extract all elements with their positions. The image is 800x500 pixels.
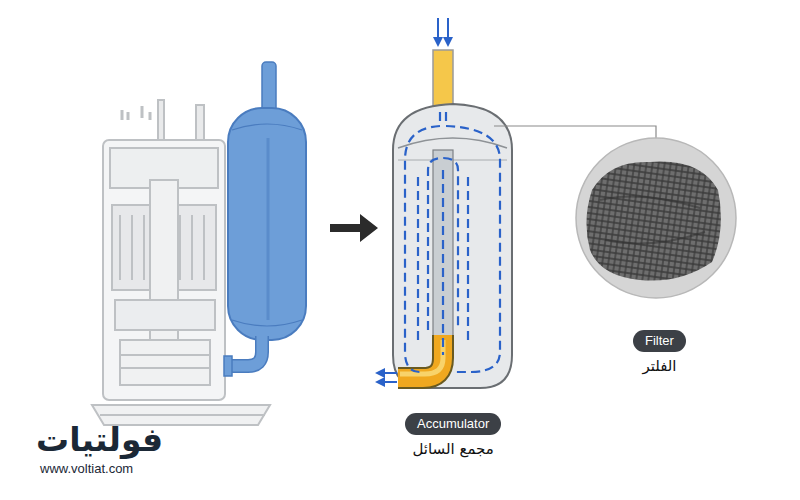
watermark: فولتيات	[36, 420, 163, 459]
leader-line	[494, 126, 656, 138]
part-name-arabic: مجمع السائل	[412, 439, 493, 459]
accumulator-on-compressor	[224, 62, 306, 376]
watermark-url: www.voltiat.com	[40, 461, 133, 476]
part-name: Accumulator	[405, 413, 501, 435]
filter-photo	[576, 138, 736, 298]
label-pill: Filter الفلتر	[633, 330, 686, 376]
part-name-arabic: الفلتر	[642, 356, 676, 376]
label-pill: Accumulator مجمع السائل	[405, 413, 501, 459]
part-name: Filter	[633, 330, 686, 352]
accumulator-cutaway	[380, 18, 512, 388]
arrow-symbol	[330, 214, 378, 242]
